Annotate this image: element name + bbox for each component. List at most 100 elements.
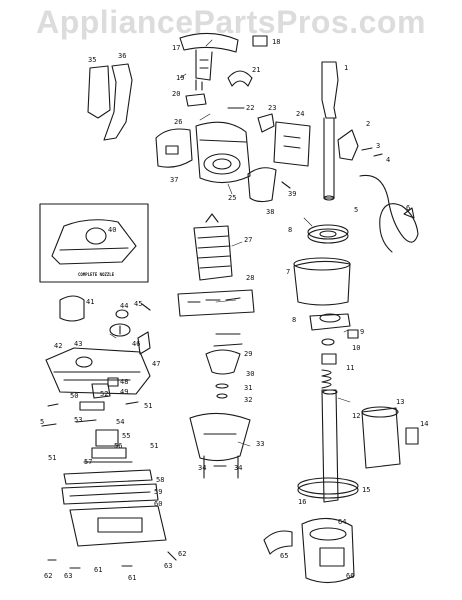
callout-31: 31 [244,384,252,392]
part-65-bumper [263,530,293,555]
callout-15: 15 [362,486,370,494]
part-60-baseplate [69,505,167,547]
part-25-motor-housing [195,121,251,184]
callout-2: 2 [366,120,370,128]
callout-13: 13 [396,398,404,406]
callout-39: 39 [288,190,296,198]
part-14-filter [405,427,419,445]
callout-56: 56 [114,442,122,450]
callout-46: 46 [132,340,140,348]
callout-4: 4 [386,156,390,164]
callout-52: 52 [100,390,108,398]
part-18-clip [252,35,268,47]
part-47-lever [137,331,151,355]
callout-25: 25 [228,194,236,202]
part-59-brush [61,483,159,505]
callout-54: 54 [116,418,124,426]
part-12-tube [321,389,339,503]
callout-21: 21 [252,66,260,74]
callout-18: 18 [272,38,280,46]
callout-14: 14 [420,420,428,428]
callout-35: 35 [88,56,96,64]
part-8-ring [307,224,349,240]
part-21-bracket [227,70,253,87]
callout-58: 58 [156,476,164,484]
callout-20: 20 [172,90,180,98]
callout-65: 65 [280,552,288,560]
part-35-panel [87,65,111,119]
callout-33: 33 [256,440,264,448]
inset-box [39,203,149,283]
callout-10: 10 [352,344,360,352]
callout-41: 41 [86,298,94,306]
part-16-ring [297,477,359,495]
inset-nozzle [51,219,137,265]
part-30-cup [205,349,241,375]
part-41-wheel [59,295,85,322]
callout-3: 3 [376,142,380,150]
part-23-latch [257,113,275,133]
callout-50: 50 [70,392,78,400]
callout-66: 66 [346,572,354,580]
part-44-bearing [115,309,129,319]
part-2-cord-hook [337,129,359,161]
callout-63-a: 63 [164,562,172,570]
part-58-bar [63,469,153,485]
part-64-housing [301,517,355,584]
callout-37: 37 [170,176,178,184]
callout-48: 48 [120,378,128,386]
callout-16: 16 [298,498,306,506]
part-55-bracket [95,429,119,447]
callout-49: 49 [120,388,128,396]
callout-63-b: 63 [64,572,72,580]
callout-22: 22 [246,104,254,112]
callout-55: 55 [122,432,130,440]
callout-8-top: 8 [288,226,292,234]
callout-26: 26 [174,118,182,126]
callout-6: 6 [406,204,410,212]
callout-27: 27 [244,236,252,244]
callout-8-mid: 8 [292,316,296,324]
part-37-cover [155,128,193,168]
callout-23: 23 [268,104,276,112]
part-28-brush-plate [177,289,255,317]
callout-57: 57 [84,458,92,466]
part-33-base [189,412,251,462]
callout-61-a: 61 [94,566,102,574]
callout-47: 47 [152,360,160,368]
part-24-plate [273,121,311,167]
callout-32: 32 [244,396,252,404]
part-20-plate [185,93,207,107]
part-36-handle-grip [103,63,133,141]
callout-62-a: 62 [178,550,186,558]
callout-34-b: 34 [234,464,242,472]
callout-1: 1 [344,64,348,72]
callout-44: 44 [120,302,128,310]
part-43-nozzle [45,347,151,395]
part-6-power-cord [359,174,419,253]
callout-9: 9 [360,328,364,336]
callout-12: 12 [352,412,360,420]
part-9-spacer [347,329,359,339]
callout-45: 45 [134,300,142,308]
callout-29: 29 [244,350,252,358]
callout-53: 53 [74,416,82,424]
part-13-dirt-cup [361,407,401,469]
callout-17: 17 [172,44,180,52]
part-17-bag-top [179,32,239,53]
callout-62-b: 62 [44,572,52,580]
part-11-spring [321,369,332,389]
part-7-filter [293,260,351,306]
callout-5: 5 [354,206,358,214]
callout-64: 64 [338,518,346,526]
callout-11: 11 [346,364,354,372]
callout-51-c: 51 [48,454,56,462]
callout-40: 40 [108,226,116,234]
callout-5b: 5 [40,418,44,426]
callout-7: 7 [286,268,290,276]
part-46-agitator [109,323,131,337]
callout-34-a: 34 [198,464,206,472]
inset-caption: COMPLETE NOZZLE [78,272,115,277]
